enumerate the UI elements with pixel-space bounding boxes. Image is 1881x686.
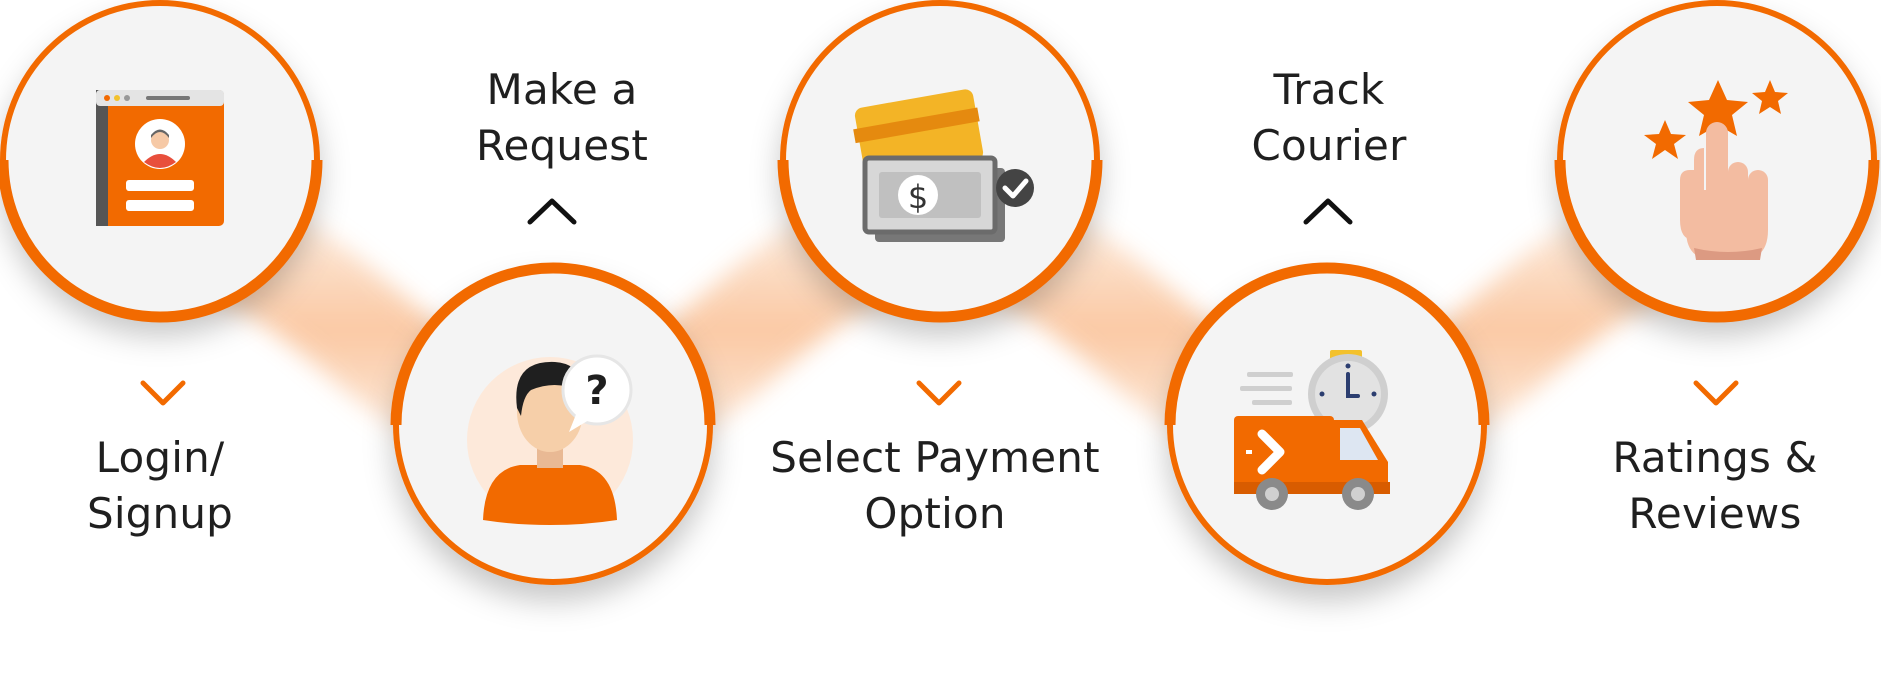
user-question-icon: ? [467,354,633,525]
step-label-line: Courier [1251,121,1407,170]
chevron-up-icon [1303,198,1353,225]
step-label-line: Login/ [95,433,225,482]
payment-card-cash-icon: $ [853,89,1034,242]
step-label-line: Make a [486,65,638,114]
step-label-3: Select Payment Option [765,430,1105,542]
stars-rating-hand-icon [1644,80,1788,260]
chevron-down-icon [140,380,186,406]
step-label-1: Login/ Signup [0,430,330,542]
step-label-5: Ratings & Reviews [1545,430,1881,542]
delivery-truck-clock-icon [1234,350,1390,510]
svg-text:$: $ [908,178,928,216]
profile-card-icon [96,90,224,226]
chevron-down-icon [1693,380,1739,406]
step-label-line: Signup [86,489,234,538]
step-label-2: Make a Request [392,62,732,174]
svg-text:?: ? [585,368,608,414]
chevron-down-icon [916,380,962,406]
step-label-line: Track [1273,65,1385,114]
step-label-4: Track Courier [1159,62,1499,174]
step-label-line: Select Payment [770,433,1100,482]
chevron-up-icon [527,198,577,225]
step-label-line: Request [475,121,648,170]
step-label-line: Ratings & [1612,433,1818,482]
step-label-line: Reviews [1628,489,1802,538]
step-label-line: Option [864,489,1006,538]
